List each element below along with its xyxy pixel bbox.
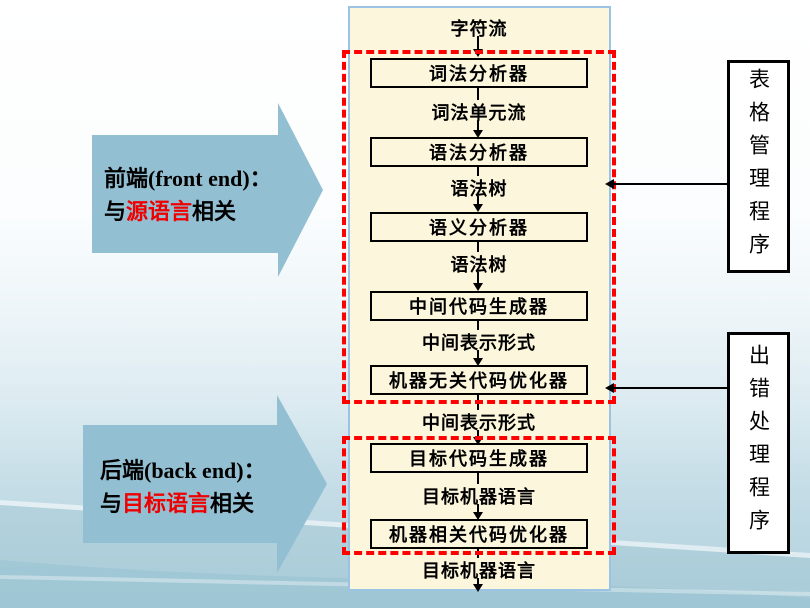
stream-label-target-language-1: 目标机器语言 <box>422 487 536 507</box>
flow-line <box>477 242 479 252</box>
table-manager-label: 表格管理程序 <box>746 67 771 266</box>
stream-label-syntax-tree-2: 语法树 <box>450 255 508 275</box>
error-handler-label: 出错处理程序 <box>746 344 771 542</box>
node-semantic-analyzer: 语义分析器 <box>370 212 588 242</box>
flow-arrow-icon <box>473 504 483 520</box>
flow-line <box>477 88 479 100</box>
back-end-suffix: 相关 <box>210 491 255 516</box>
node-syntax-analyzer: 语法分析器 <box>370 137 588 167</box>
front-end-highlight: 源语言 <box>126 199 193 224</box>
front-end-suffix: 相关 <box>192 199 237 224</box>
node-intermediate-code-generator: 中间代码生成器 <box>370 291 588 321</box>
front-end-arrow-shape <box>92 103 323 277</box>
node-lexical-analyzer: 词法分析器 <box>370 58 588 88</box>
front-end-dashed-group <box>342 50 616 404</box>
stream-label-intermediate-rep-2: 中间表示形式 <box>422 413 536 433</box>
error-handler-box: 出错处理程序 <box>727 332 790 554</box>
stream-label-syntax-tree-1: 语法树 <box>450 179 508 199</box>
flow-arrow-icon <box>473 120 483 138</box>
flow-arrow-icon <box>473 36 483 57</box>
flow-line <box>477 166 479 176</box>
flow-line <box>477 472 479 484</box>
node-target-code-generator: 目标代码生成器 <box>370 443 588 473</box>
back-end-dashed-group <box>342 436 616 555</box>
back-end-arrow-shape <box>83 395 327 573</box>
front-end-label: 前端(front end)： 与源语言相关 <box>104 162 272 228</box>
front-end-title: 前端(front end)： <box>104 166 272 191</box>
node-machine-dependent-optimizer: 机器相关代码优化器 <box>370 519 588 549</box>
stream-label-intermediate-rep-1: 中间表示形式 <box>422 333 536 353</box>
back-end-highlight: 目标语言 <box>122 491 211 516</box>
stream-label-character-stream: 字符流 <box>450 19 508 39</box>
flow-line <box>477 321 479 330</box>
back-end-label: 后端(back end)： 与目标语言相关 <box>100 454 266 520</box>
back-end-prefix: 与 <box>100 491 123 516</box>
front-end-prefix: 与 <box>104 199 127 224</box>
node-machine-independent-optimizer: 机器无关代码优化器 <box>370 365 588 395</box>
flow-arrow-icon <box>473 196 483 212</box>
double-arrow-error-handler <box>605 383 736 393</box>
double-arrow-table-manager <box>605 179 736 189</box>
flow-arrow-icon <box>473 272 483 291</box>
flow-arrow-icon <box>473 430 483 445</box>
flow-arrow-icon <box>473 350 483 366</box>
stream-label-token-stream: 词法单元流 <box>431 103 527 123</box>
stream-label-target-language-2: 目标机器语言 <box>422 561 536 581</box>
flow-arrow-icon <box>473 578 483 592</box>
table-manager-box: 表格管理程序 <box>727 60 790 273</box>
back-end-title: 后端(back end)： <box>100 458 266 483</box>
